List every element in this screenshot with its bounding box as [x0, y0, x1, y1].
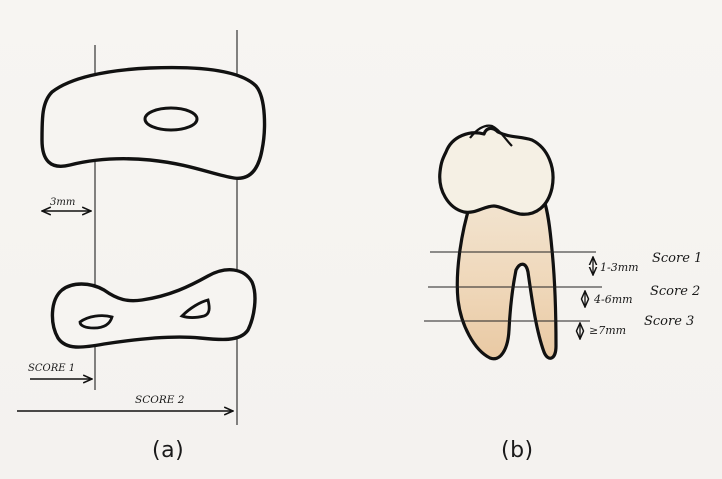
- score-label-1: Score 1: [652, 251, 702, 266]
- upper-bone-canal: [145, 108, 197, 130]
- lower-bone-section: [52, 270, 255, 347]
- tooth-crown: [440, 128, 553, 214]
- tooth-root: [457, 200, 556, 359]
- caption-a: (a): [152, 438, 184, 463]
- label-3mm: 3mm: [50, 197, 75, 208]
- range-label-3: ≥7mm: [589, 324, 626, 337]
- label-score1: SCORE 1: [28, 363, 75, 374]
- range-label-1: 1-3mm: [600, 261, 639, 274]
- score-label-3: Score 3: [644, 314, 694, 329]
- range-label-2: 4-6mm: [593, 293, 633, 306]
- label-score2: SCORE 2: [135, 394, 185, 406]
- caption-b: (b): [501, 438, 534, 463]
- score-label-2: Score 2: [650, 284, 700, 299]
